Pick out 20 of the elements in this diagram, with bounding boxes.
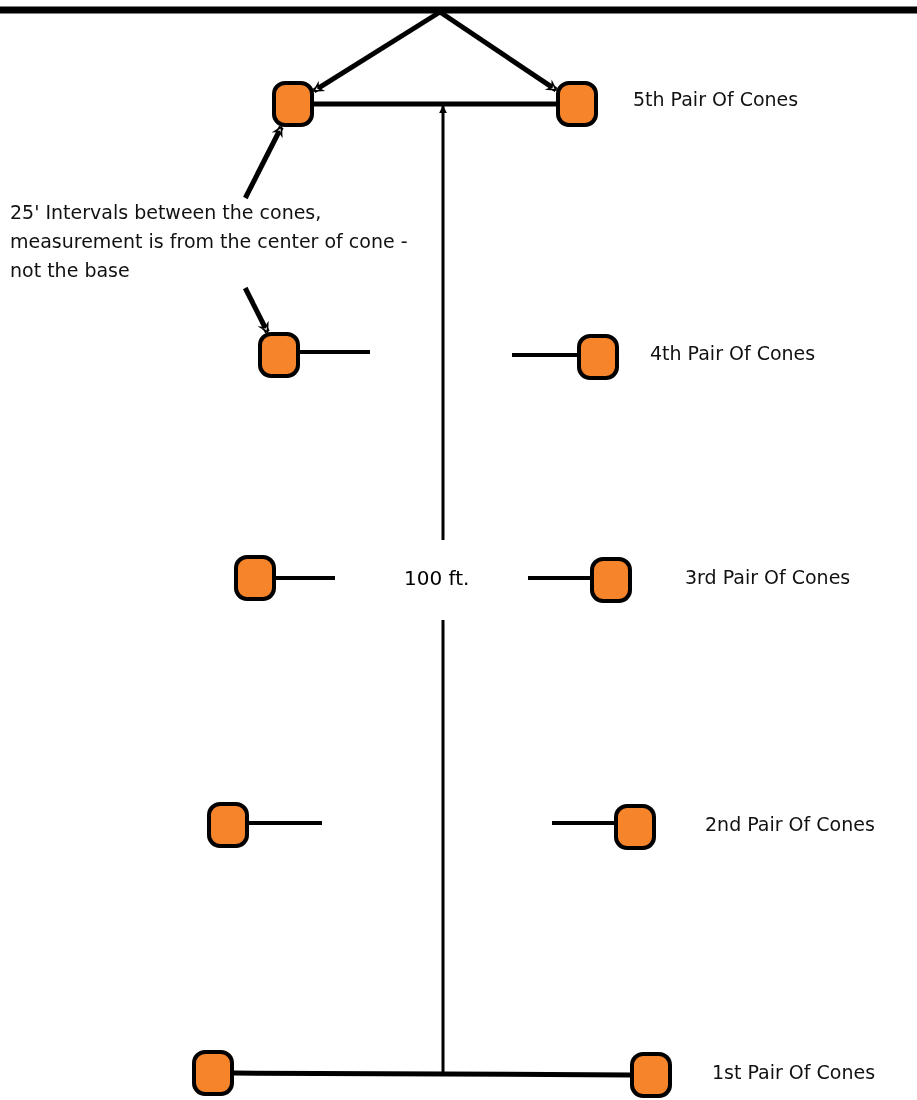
- cone-marker: [258, 332, 300, 378]
- cone-marker: [234, 555, 276, 601]
- cone-marker: [207, 802, 249, 848]
- cone-marker: [556, 81, 598, 127]
- cone-pair-label: 5th Pair Of Cones: [633, 88, 799, 110]
- annotation-text: 25' Intervals between the cones, measurement is from the center of cone - not the base: [10, 198, 435, 285]
- connector-line: [234, 1070, 630, 1078]
- connector-line: [314, 101, 556, 107]
- cone-pair-label: 4th Pair Of Cones: [650, 342, 816, 364]
- cone-marker: [192, 1050, 234, 1096]
- cone-marker: [614, 804, 656, 850]
- cone-pair-label: 1st Pair Of Cones: [712, 1061, 876, 1083]
- arrow: [242, 286, 270, 334]
- cone-pair-label: 2nd Pair Of Cones: [705, 813, 875, 835]
- arrow: [243, 125, 284, 200]
- cone-marker: [577, 334, 619, 380]
- cone-marker: [272, 81, 314, 127]
- cone-marker: [590, 557, 632, 603]
- cone-pair-label: 3rd Pair Of Cones: [685, 566, 851, 588]
- cone-marker: [630, 1052, 672, 1098]
